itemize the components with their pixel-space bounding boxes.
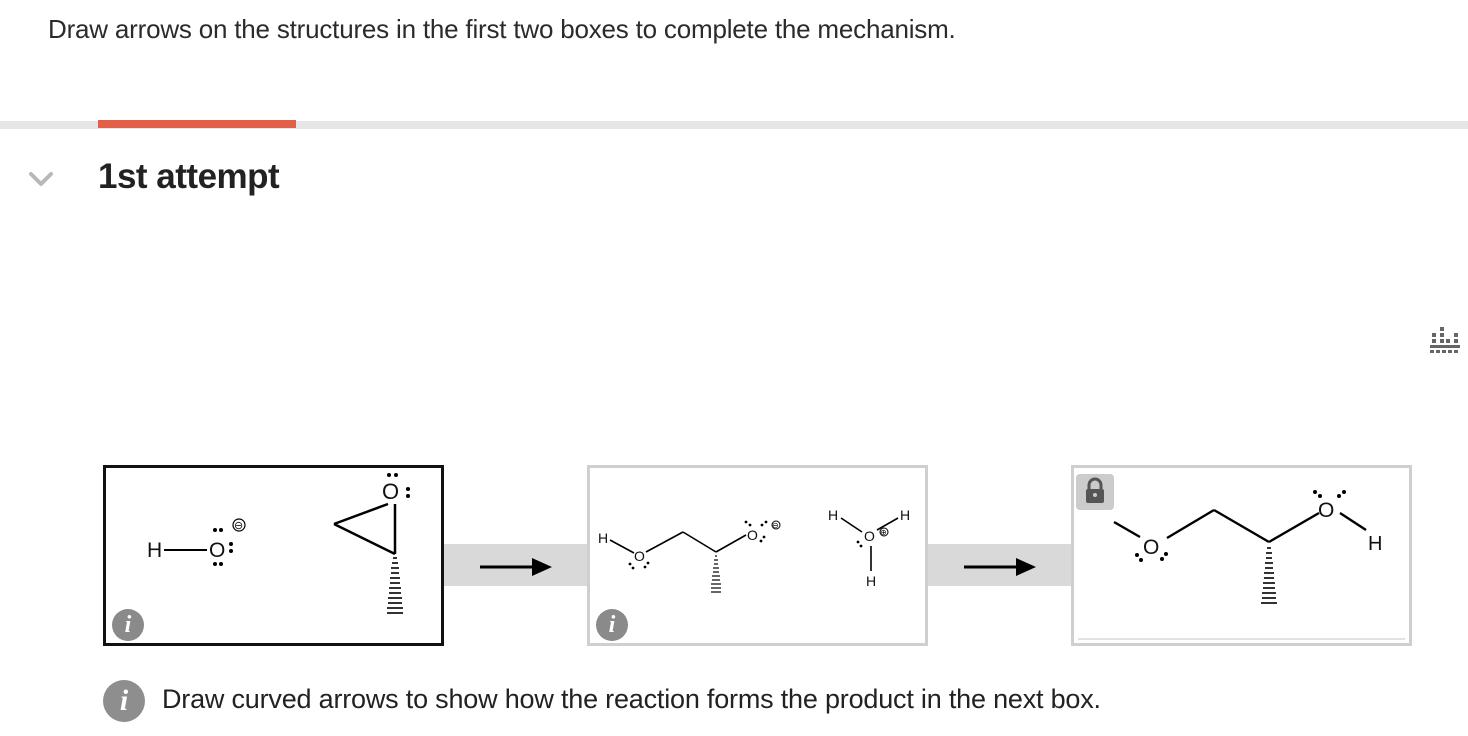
- mechanism-box-2[interactable]: H O O ⊖ H O ⊕: [587, 465, 928, 646]
- negative-charge-icon: [232, 518, 246, 532]
- box-footer-line: [1078, 638, 1405, 640]
- attempt-accent-bar: [98, 120, 296, 128]
- atom-o-water[interactable]: O: [864, 528, 875, 544]
- hashed-wedge-bond: [387, 557, 403, 614]
- step-connector-1: [444, 544, 587, 586]
- lone-pairs: [856, 540, 863, 548]
- lone-pairs: [1135, 552, 1168, 562]
- mechanism-box-3: O O H: [1071, 465, 1412, 646]
- info-icon[interactable]: i: [596, 609, 628, 641]
- lone-pairs: [628, 561, 650, 570]
- atom-h-4[interactable]: H: [866, 573, 876, 589]
- attempt-divider: [0, 121, 1468, 129]
- charge-negative: ⊖: [772, 521, 779, 530]
- atom-o-alkoxide[interactable]: O: [747, 527, 758, 543]
- mechanism-box-1[interactable]: H O ⊖ O i: [103, 465, 444, 646]
- hashed-wedge-bond: [1261, 547, 1277, 604]
- sketch-tool-icon[interactable]: [1428, 325, 1462, 357]
- info-icon[interactable]: i: [112, 609, 144, 641]
- negative-charge-icon: [771, 520, 781, 530]
- atom-h-1[interactable]: H: [598, 530, 608, 546]
- lone-pairs: [1313, 490, 1346, 498]
- lock-icon: [1076, 474, 1114, 510]
- atom-h-2[interactable]: H: [828, 507, 838, 523]
- lone-pairs: [744, 520, 768, 543]
- atom-h[interactable]: H: [147, 539, 162, 562]
- atom-o-ether: O: [1143, 536, 1159, 559]
- atom-h-3[interactable]: H: [900, 507, 910, 523]
- charge-positive: ⊕: [880, 528, 887, 537]
- atom-o-ether[interactable]: O: [634, 548, 645, 564]
- atom-o-hydroxide[interactable]: O: [209, 539, 225, 562]
- atom-h-1: H: [1368, 533, 1382, 555]
- atom-o-epoxide[interactable]: O: [382, 479, 399, 504]
- lone-pairs: [213, 528, 233, 566]
- structure-canvas-3: O O H: [1113, 490, 1382, 604]
- question-text: Draw arrows on the structures in the fir…: [48, 14, 956, 44]
- hint-text: Draw curved arrows to show how the react…: [162, 684, 1101, 714]
- attempt-title: 1st attempt: [98, 157, 280, 196]
- structure-canvas-2[interactable]: H O O ⊖ H O ⊕: [590, 468, 925, 643]
- hashed-wedge-bond: [711, 555, 721, 593]
- arrow-right-icon: [480, 558, 552, 576]
- atom-o-alcohol: O: [1318, 499, 1334, 522]
- positive-charge-icon: [879, 527, 889, 537]
- chevron-down-icon[interactable]: [28, 168, 54, 190]
- structure-canvas-1[interactable]: H O ⊖ O: [106, 468, 441, 643]
- arrow-right-icon: [964, 558, 1036, 576]
- info-icon: i: [103, 680, 145, 722]
- lone-pairs: [387, 473, 410, 498]
- charge-negative: ⊖: [234, 520, 243, 532]
- step-connector-2: [928, 544, 1071, 586]
